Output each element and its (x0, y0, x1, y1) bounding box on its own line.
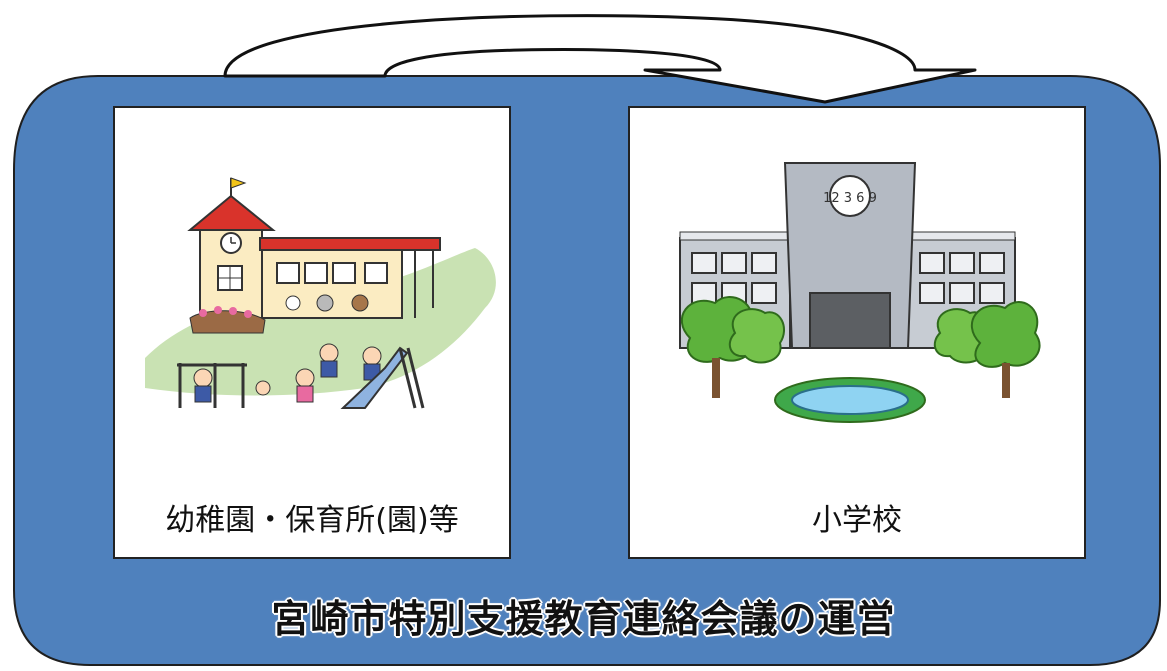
footer-title: 宮崎市特別支援教育連絡会議の運営 (271, 597, 896, 641)
kindergarten-illustration-icon (145, 177, 496, 409)
kindergarten-label: 幼稚園・保育所(園)等 (165, 503, 459, 538)
elementary-school-card: 12 3 6 9 小学校 (628, 106, 1086, 559)
clock-face: 12 3 6 9 (823, 191, 877, 206)
kindergarten-card: 幼稚園・保育所(園)等 (113, 106, 511, 559)
elementary-school-label: 小学校 (812, 503, 902, 538)
elementary-school-illustration-icon: 12 3 6 9 (679, 162, 1041, 423)
curved-arrow-icon (223, 14, 977, 104)
